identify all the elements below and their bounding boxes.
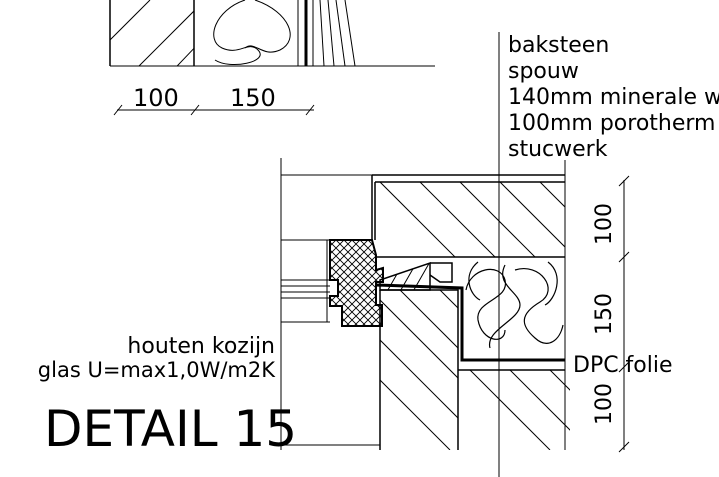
brick-lintel-block xyxy=(371,174,565,258)
window-frame-opening xyxy=(280,158,380,450)
dimension-label-150-top: 150 xyxy=(230,84,276,112)
dimension-label-100-top: 100 xyxy=(133,84,179,112)
dpc-foil-line xyxy=(375,283,565,362)
layer-label-baksteen: baksteen xyxy=(508,33,609,58)
mineral-wool-insulation xyxy=(465,261,564,349)
layer-label-porotherm: 100mm porotherm xyxy=(508,111,716,136)
frame-label-glass: glas U=max1,0W/m2K xyxy=(38,358,276,382)
dimension-line-right xyxy=(618,175,630,453)
dimension-label-100-right-top: 100 xyxy=(592,203,617,245)
frame-label-wood: houten kozijn xyxy=(127,334,275,359)
layer-label-spouw: spouw xyxy=(508,59,579,84)
dimension-line-top xyxy=(113,104,315,116)
layer-label-stucwerk: stucwerk xyxy=(508,137,608,162)
top-wall-section xyxy=(109,0,435,67)
layer-label-mineral-wool: 140mm minerale wol xyxy=(508,85,719,110)
detail-title: DETAIL 15 xyxy=(44,400,297,458)
inner-wall-block xyxy=(379,289,570,450)
dpc-foil-label: DPC folie xyxy=(573,353,673,378)
dimension-label-150-right: 150 xyxy=(592,293,617,335)
wooden-frame-profile xyxy=(329,239,384,327)
dimension-label-100-right-bottom: 100 xyxy=(592,383,617,425)
